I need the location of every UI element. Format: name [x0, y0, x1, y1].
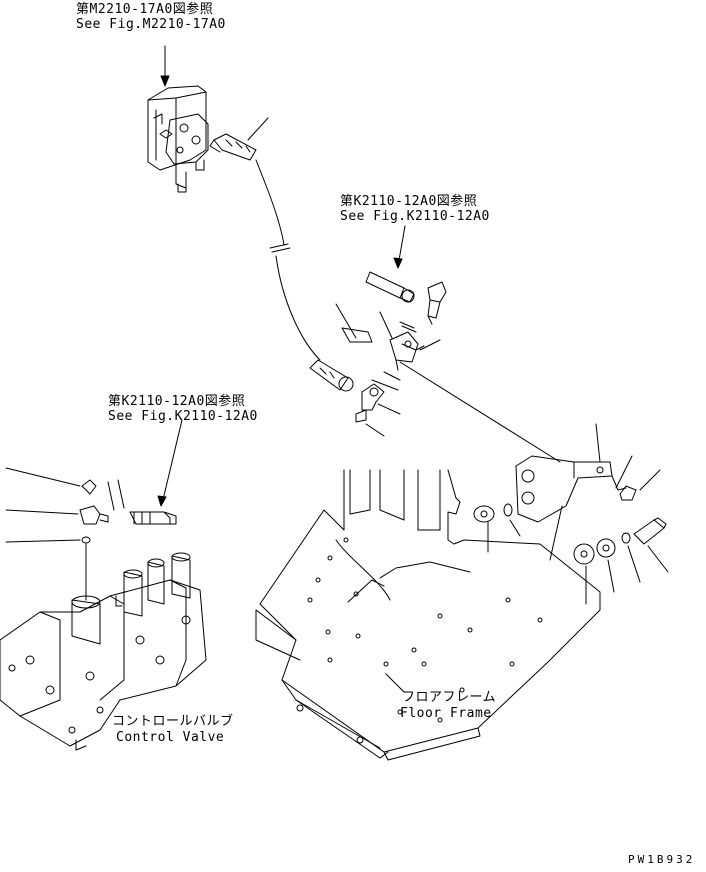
- hose-fitting-top: [210, 134, 256, 160]
- hose-line-upper: [256, 160, 284, 245]
- o-ring-pair: [400, 322, 416, 332]
- leader-nut-small: [640, 470, 660, 490]
- leader-tee-right: [420, 340, 440, 350]
- hose-break-mark: [270, 244, 290, 252]
- plug: [356, 410, 366, 422]
- leader-floor-frame: [386, 674, 404, 692]
- washer-small: [612, 476, 626, 490]
- o-rings-pair-left: [108, 480, 124, 510]
- bolt-upper-right: [366, 272, 414, 302]
- leader-tee-left: [6, 510, 78, 514]
- callout-right-jp: 第K2110-12A0図参照: [340, 194, 478, 209]
- callout-left-en: See Fig.K2110-12A0: [108, 409, 258, 424]
- control-valve-label-jp: コントロールバルブ: [112, 714, 234, 729]
- floor-frame-label-jp: フロアフレーム: [402, 690, 497, 705]
- leader-hose-end: [336, 304, 356, 338]
- leader-bracket-lower: [550, 506, 562, 560]
- leader-spring-washer: [628, 546, 640, 582]
- leader-hose: [248, 118, 268, 140]
- leader-o-ring-left: [510, 520, 520, 536]
- leader-tee: [380, 312, 392, 338]
- control-valve-label-en: Control Valve: [116, 730, 225, 745]
- washer-medium: [597, 539, 615, 557]
- leader-o-ring-valve: [6, 540, 80, 542]
- elbow-fitting: [362, 384, 384, 410]
- hose-fitting-lower: [310, 360, 353, 391]
- floor-frame: [256, 470, 600, 760]
- leader-bolt: [648, 546, 668, 572]
- leader-to-bracket: [400, 362, 560, 462]
- bracket: [516, 456, 612, 522]
- bolt-left: [130, 512, 176, 524]
- hose-line-lower: [276, 256, 320, 360]
- nut-small: [620, 486, 636, 500]
- spring-washer: [622, 533, 630, 543]
- tee-fitting: [390, 332, 424, 370]
- o-ring-small: [384, 372, 400, 380]
- figure-code: PW1B932: [628, 853, 696, 866]
- washer-large: [574, 544, 594, 564]
- leader-bracket: [596, 424, 600, 462]
- o-ring-left: [504, 504, 512, 516]
- callout-top-en: See Fig.M2210-17A0: [76, 17, 226, 32]
- callout-arrow-left: [162, 420, 182, 504]
- callout-left-jp: 第K2110-12A0図参照: [108, 394, 246, 409]
- washer-left: [474, 506, 494, 522]
- floor-frame-label-en: Floor Frame: [400, 706, 492, 721]
- leader-plug: [366, 424, 384, 436]
- ppc-valve-assembly: [148, 86, 208, 192]
- leader-plug-left: [6, 468, 80, 486]
- callout-top-jp: 第M2210-17A0図参照: [76, 2, 214, 17]
- tee-fitting-left: [80, 506, 108, 524]
- leader-washer-small: [616, 456, 632, 488]
- hose-end: [342, 328, 372, 342]
- o-ring-left-valve: [82, 537, 90, 543]
- plug-left: [82, 480, 96, 494]
- leader-elbow: [378, 404, 400, 414]
- callout-right-en: See Fig.K2110-12A0: [340, 209, 490, 224]
- leader-o-ring: [372, 380, 398, 390]
- control-valve: [0, 553, 206, 750]
- bolt-lower-right: [634, 518, 666, 544]
- leader-washer-medium: [608, 560, 614, 592]
- adapter-fitting: [428, 282, 446, 324]
